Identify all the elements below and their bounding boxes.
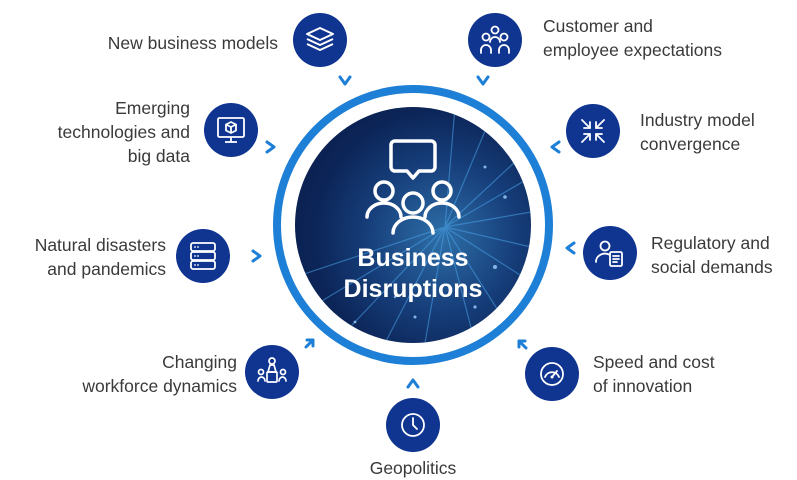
chevron-icon xyxy=(548,140,562,154)
converge-arrows-icon xyxy=(581,119,605,143)
center-title: Business Disruptions xyxy=(295,243,531,305)
person-document-icon xyxy=(595,240,623,267)
server-stack-icon xyxy=(190,242,216,270)
chevron-icon xyxy=(338,74,352,88)
label-line: Regulatory and xyxy=(651,233,770,253)
label-line: Speed and cost xyxy=(593,352,715,372)
people-group-icon xyxy=(480,25,510,54)
monitor-cube-icon xyxy=(217,117,245,143)
natural-disasters-node xyxy=(176,229,230,283)
center-title-line2: Disruptions xyxy=(343,275,483,303)
regulatory-social-node xyxy=(583,226,637,280)
label-line: Customer and xyxy=(543,16,653,36)
label-line: and pandemics xyxy=(47,259,166,279)
chevron-icon xyxy=(476,74,490,88)
emerging-technologies-node xyxy=(204,103,258,157)
emerging-technologies-label: Emerging technologies and big data xyxy=(58,96,190,168)
meeting-table-icon xyxy=(257,357,287,383)
label-line: Industry model xyxy=(640,110,755,130)
chevron-icon xyxy=(303,336,317,350)
customer-employee-expectations-label: Customer and employee expectations xyxy=(543,14,722,62)
label-line: New business models xyxy=(107,33,278,53)
chevron-icon xyxy=(515,337,529,351)
industry-model-convergence-label: Industry model convergence xyxy=(640,108,755,156)
geopolitics-node xyxy=(386,398,440,452)
label-line: of innovation xyxy=(593,376,693,396)
chevron-icon xyxy=(563,241,577,255)
new-business-models-node xyxy=(293,13,347,67)
speedometer-icon xyxy=(540,362,564,386)
geopolitics-label: Geopolitics xyxy=(353,456,473,480)
chevron-icon xyxy=(264,140,278,154)
customer-employee-expectations-node xyxy=(468,13,522,67)
center-title-line1: Business xyxy=(357,244,469,272)
label-line: technologies and xyxy=(57,122,190,142)
regulatory-social-label: Regulatory and social demands xyxy=(651,231,773,279)
label-line: Geopolitics xyxy=(369,458,457,478)
label-line: Natural disasters xyxy=(34,235,166,255)
changing-workforce-label: Changing workforce dynamics xyxy=(82,350,237,398)
label-line: workforce dynamics xyxy=(82,376,237,396)
label-line: employee expectations xyxy=(543,40,722,60)
label-line: convergence xyxy=(640,134,741,154)
center-circle: Business Disruptions xyxy=(295,107,531,343)
industry-model-convergence-node xyxy=(566,104,620,158)
label-line: big data xyxy=(127,146,190,166)
speed-cost-node xyxy=(525,347,579,401)
speed-cost-label: Speed and cost of innovation xyxy=(593,350,715,398)
team-discussion-icon xyxy=(365,139,461,235)
outer-ring xyxy=(273,85,553,365)
clock-icon xyxy=(401,413,425,437)
label-line: Emerging xyxy=(115,98,190,118)
natural-disasters-label: Natural disasters and pandemics xyxy=(35,233,166,281)
chevron-icon xyxy=(250,249,264,263)
changing-workforce-node xyxy=(245,345,299,399)
layers-icon xyxy=(306,27,334,51)
label-line: social demands xyxy=(651,257,773,277)
chevron-icon xyxy=(406,376,420,390)
label-line: Changing xyxy=(162,352,237,372)
new-business-models-label: New business models xyxy=(108,31,278,55)
